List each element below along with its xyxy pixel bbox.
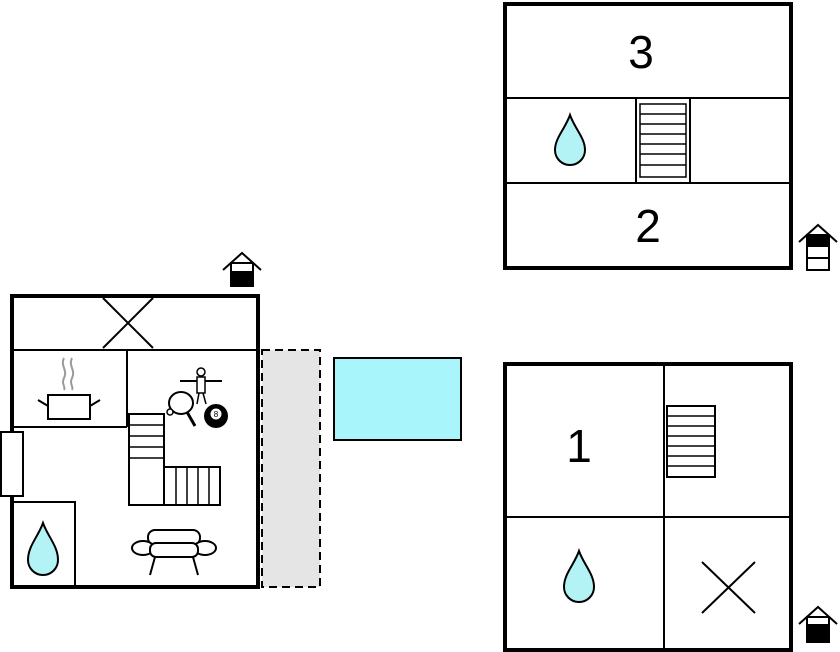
house-level-icon: [222, 251, 262, 287]
water-drop-icon: [26, 520, 60, 576]
staircase-icon: [666, 405, 716, 478]
swimming-pool: [333, 357, 462, 441]
terrace-area: [261, 349, 321, 588]
cooking-pot-icon: [37, 357, 101, 420]
house-level-icon: [798, 605, 838, 643]
room-label-1: 1: [566, 420, 592, 472]
room-label-2: 2: [635, 200, 661, 252]
water-drop-icon: [553, 112, 587, 166]
billiard-ball-icon: 8: [204, 404, 228, 428]
upper-floor-plan: 3 2: [503, 2, 838, 271]
middle-floor-plan: 1: [503, 362, 838, 652]
ground-floor-plan: 8: [0, 251, 321, 589]
entrance-door: [0, 431, 24, 497]
void-cross-icon: [102, 297, 154, 349]
billiard-ball-label: 8: [214, 410, 219, 419]
middle-floor-outline: [503, 362, 793, 652]
staircase-icon: [635, 97, 691, 184]
void-cross-icon: [701, 561, 756, 614]
house-level-icon: [798, 223, 838, 271]
staircase-icon: [128, 413, 221, 506]
table-football-icon: [180, 367, 222, 405]
upper-floor-outline: [503, 2, 793, 270]
water-drop-icon: [562, 548, 596, 603]
bathroom-room: [11, 501, 76, 588]
room-label-3: 3: [628, 26, 654, 78]
ping-pong-icon: [166, 391, 197, 427]
sofa-icon: [131, 529, 217, 576]
